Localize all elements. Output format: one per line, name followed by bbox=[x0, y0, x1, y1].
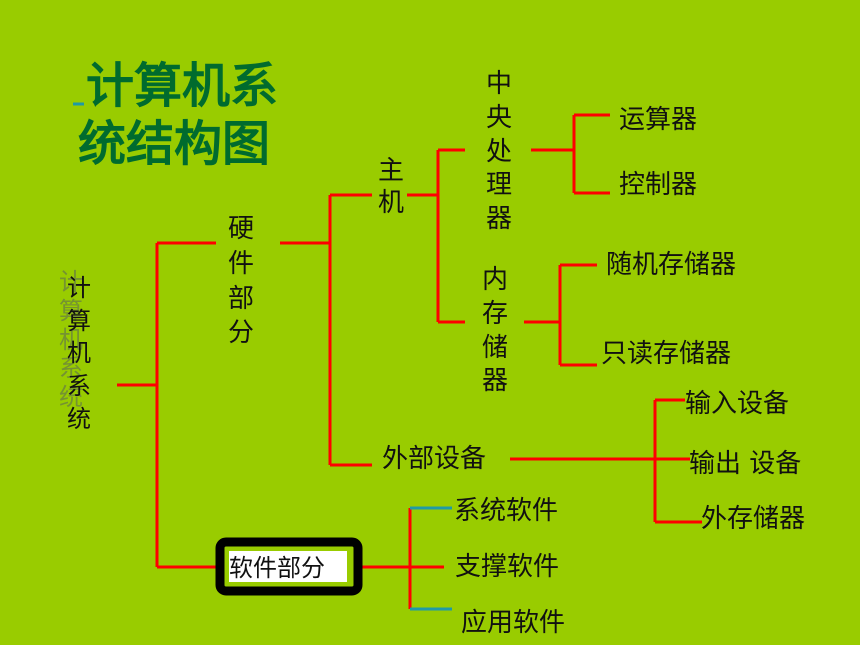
connector-host bbox=[407, 148, 465, 324]
root-label: 计算机系统 bbox=[67, 274, 91, 433]
external-storage-label: 外存储器 bbox=[701, 504, 806, 534]
alu-label: 运算器 bbox=[619, 105, 698, 135]
software-box bbox=[215, 537, 363, 596]
hardware-label: 硬件部分 bbox=[227, 214, 254, 349]
support-software-label: 支撑软件 bbox=[455, 552, 560, 582]
diagram-title-line1: 计算机系 bbox=[86, 58, 279, 114]
diagram-title-line2: 统结构图 bbox=[78, 116, 271, 172]
output-device-label: 输出 设备 bbox=[689, 449, 802, 479]
memory-label: 内存储器 bbox=[481, 265, 508, 397]
peripherals-label: 外部设备 bbox=[382, 444, 487, 474]
cpu-label: 中央处理器 bbox=[485, 69, 512, 235]
connector-hardware bbox=[280, 193, 372, 467]
teal-stubs bbox=[73, 102, 452, 611]
connector-cpu bbox=[531, 113, 610, 195]
application-software-label: 应用软件 bbox=[461, 608, 566, 638]
controller-label: 控制器 bbox=[619, 170, 698, 200]
input-device-label: 输入设备 bbox=[685, 389, 790, 419]
system-software-label: 系统软件 bbox=[454, 496, 559, 526]
ram-label: 随机存储器 bbox=[606, 250, 737, 280]
rom-label: 只读存储器 bbox=[601, 339, 732, 369]
connector-memory bbox=[524, 263, 597, 367]
software-label: 软件部分 bbox=[229, 554, 325, 582]
host-label: 主机 bbox=[377, 156, 404, 218]
connector-root bbox=[117, 241, 216, 569]
root-label-shadow: 计算机系统 bbox=[59, 268, 83, 412]
connector-lines bbox=[117, 113, 702, 609]
connector-peripherals bbox=[510, 398, 702, 524]
connector-software bbox=[360, 508, 444, 609]
